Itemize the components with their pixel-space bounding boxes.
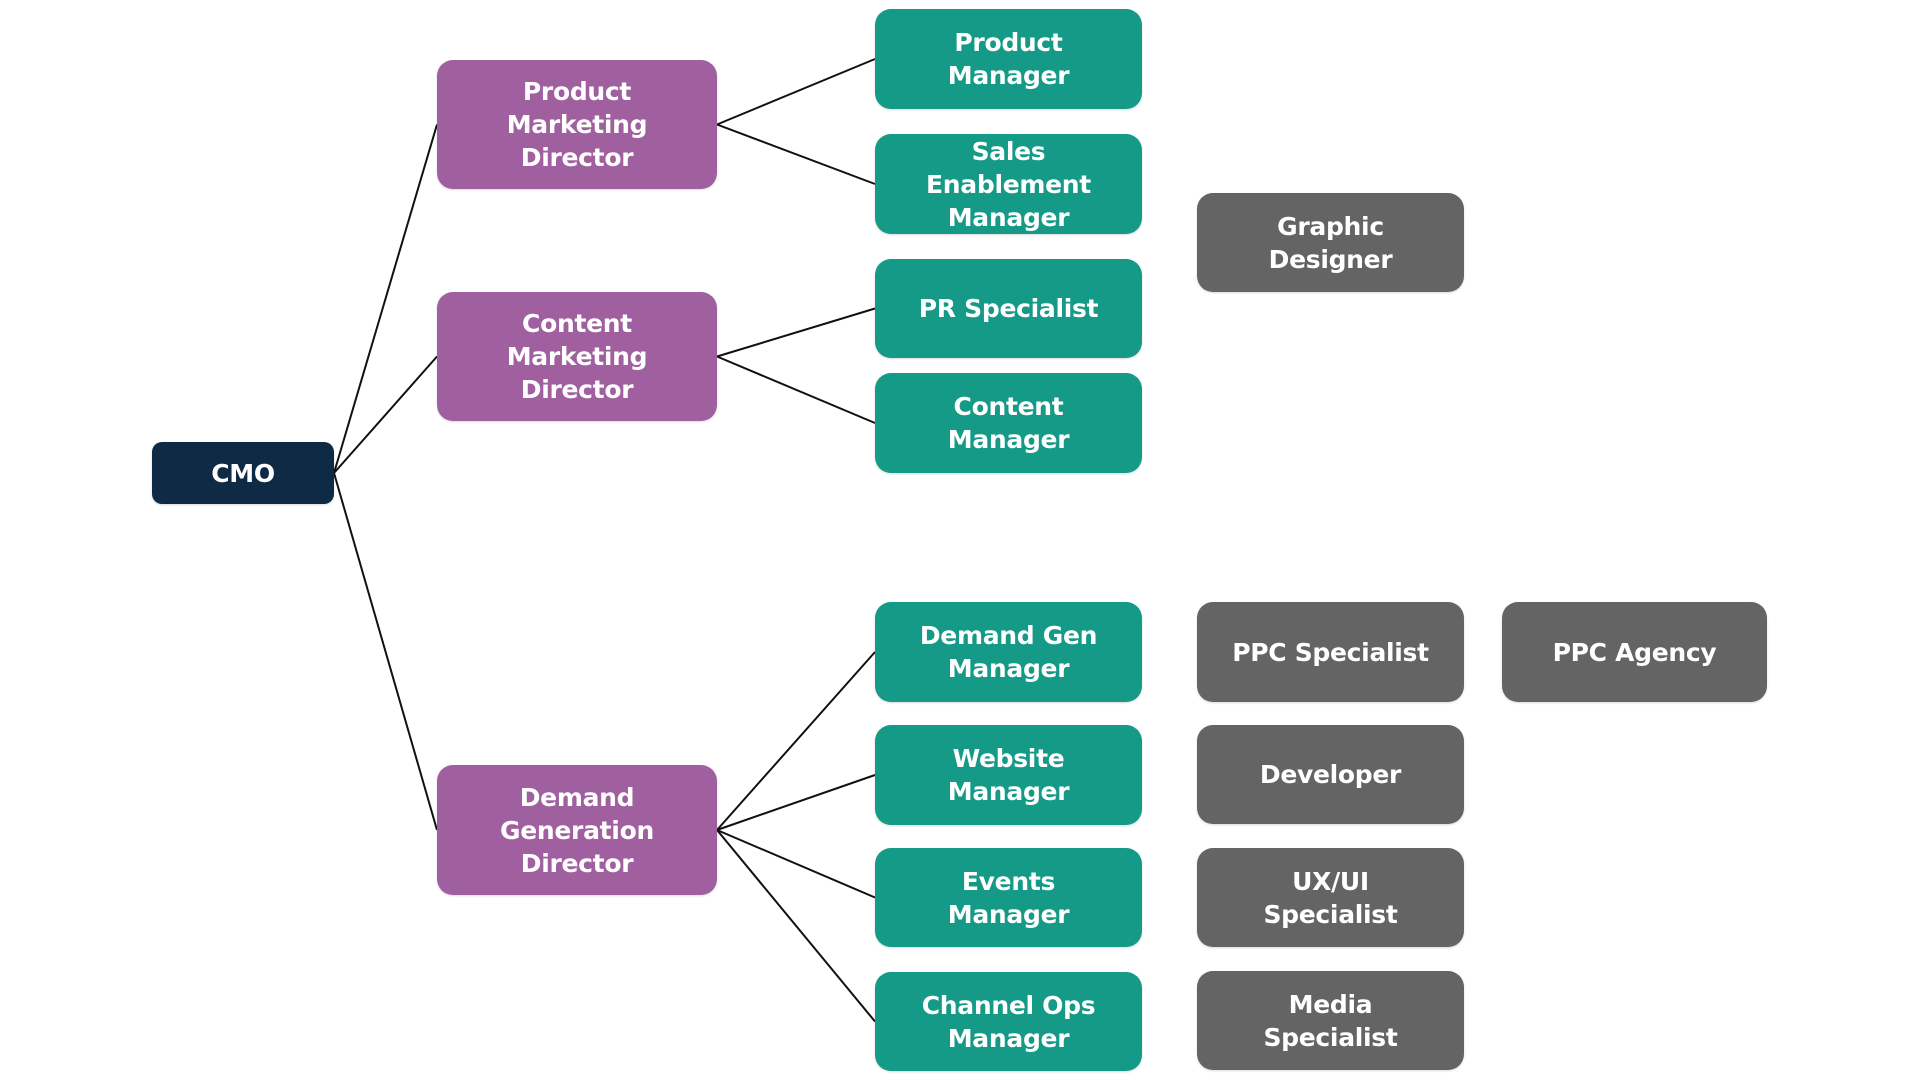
node-cmo: CMO <box>152 442 334 504</box>
node-graphic-designer: Graphic Designer <box>1197 193 1464 292</box>
node-demand-gen-manager: Demand Gen Manager <box>875 602 1142 702</box>
node-product-marketing-director: Product Marketing Director <box>437 60 717 189</box>
node-developer: Developer <box>1197 725 1464 824</box>
node-website-manager: Website Manager <box>875 725 1142 825</box>
node-demand-generation-director: Demand Generation Director <box>437 765 717 895</box>
connector-demand-generation-director-to-demand-gen-manager <box>716 651 876 831</box>
node-ppc-specialist: PPC Specialist <box>1197 602 1464 702</box>
node-channel-ops-manager: Channel Ops Manager <box>875 972 1142 1071</box>
node-pr-specialist: PR Specialist <box>875 259 1142 358</box>
connector-product-marketing-director-to-product-manager <box>716 58 876 126</box>
node-ux-ui-specialist: UX/UI Specialist <box>1197 848 1464 947</box>
connector-cmo-to-product-marketing-director <box>333 124 438 474</box>
node-content-marketing-director: Content Marketing Director <box>437 292 717 421</box>
node-media-specialist: Media Specialist <box>1197 971 1464 1070</box>
connector-demand-generation-director-to-channel-ops-manager <box>716 829 876 1023</box>
node-events-manager: Events Manager <box>875 848 1142 947</box>
node-sales-enablement-manager: Sales Enablement Manager <box>875 134 1142 234</box>
connector-cmo-to-content-marketing-director <box>333 355 438 474</box>
connector-demand-generation-director-to-events-manager <box>716 829 876 899</box>
connector-product-marketing-director-to-sales-enablement-manager <box>716 123 876 185</box>
connector-cmo-to-demand-generation-director <box>333 472 438 831</box>
connector-content-marketing-director-to-pr-specialist <box>716 307 876 358</box>
connector-content-marketing-director-to-content-manager <box>716 355 876 424</box>
node-ppc-agency: PPC Agency <box>1502 602 1767 702</box>
node-product-manager: Product Manager <box>875 9 1142 109</box>
node-content-manager: Content Manager <box>875 373 1142 473</box>
connector-demand-generation-director-to-website-manager <box>716 774 876 831</box>
